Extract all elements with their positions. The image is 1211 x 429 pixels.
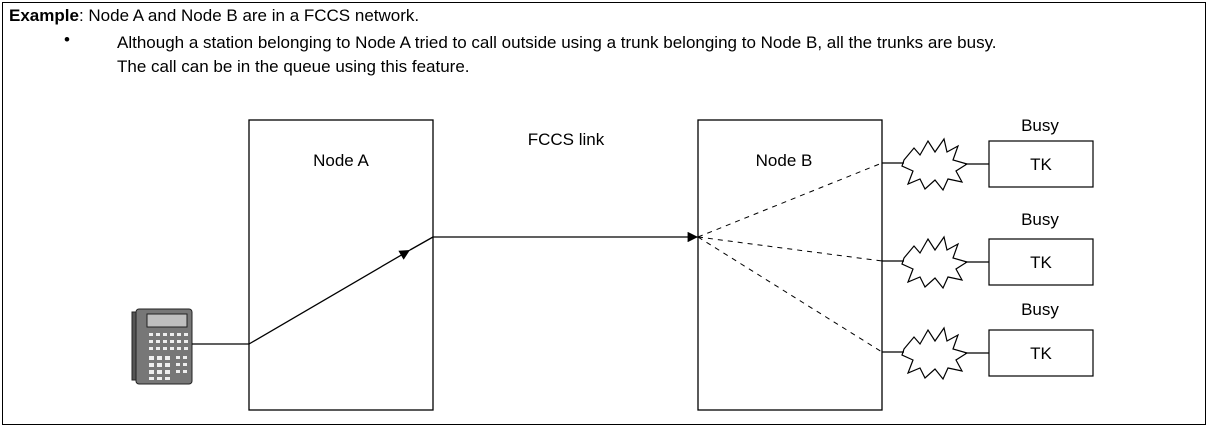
node-a-box	[248, 119, 434, 411]
trunk-box	[988, 238, 1094, 286]
fccs-link-label: FCCS link	[528, 130, 605, 149]
bullet-marker: •	[64, 30, 70, 49]
trunk-status: Busy	[1021, 210, 1059, 229]
trunk-group-1: TK Busy	[882, 116, 1094, 192]
example-caption: Example: Node A and Node B are in a FCCS…	[9, 6, 419, 26]
trunk-label: TK	[1030, 253, 1052, 272]
trunk-group-3: TK Busy	[882, 300, 1094, 381]
bullet-line-2: The call can be in the queue using this …	[117, 57, 470, 76]
call-path-arrow	[248, 249, 411, 345]
trunk-route-3	[697, 236, 883, 353]
telephone-icon	[131, 308, 193, 385]
busy-burst-icon	[901, 137, 969, 192]
call-path-continuation	[409, 236, 434, 251]
trunk-status: Busy	[1021, 116, 1059, 135]
trunk-route-2	[697, 236, 883, 262]
trunk-box	[988, 329, 1094, 377]
trunk-group-2: TK Busy	[882, 210, 1094, 290]
trunk-label: TK	[1030, 344, 1052, 363]
example-sentence: : Node A and Node B are in a FCCS networ…	[78, 6, 420, 25]
busy-burst-icon	[901, 326, 969, 381]
busy-burst-icon	[901, 235, 969, 290]
trunk-status: Busy	[1021, 300, 1059, 319]
trunk-label: TK	[1030, 155, 1052, 174]
trunk-box	[988, 140, 1094, 188]
bullet-line-1: Although a station belonging to Node A t…	[117, 33, 997, 52]
trunk-route-1	[697, 162, 883, 238]
example-label: Example	[9, 6, 79, 25]
node-b-label: Node B	[756, 151, 813, 170]
node-b-box	[697, 119, 883, 411]
bullet-text: Although a station belonging to Node A t…	[117, 31, 997, 79]
node-a-label: Node A	[313, 151, 369, 170]
